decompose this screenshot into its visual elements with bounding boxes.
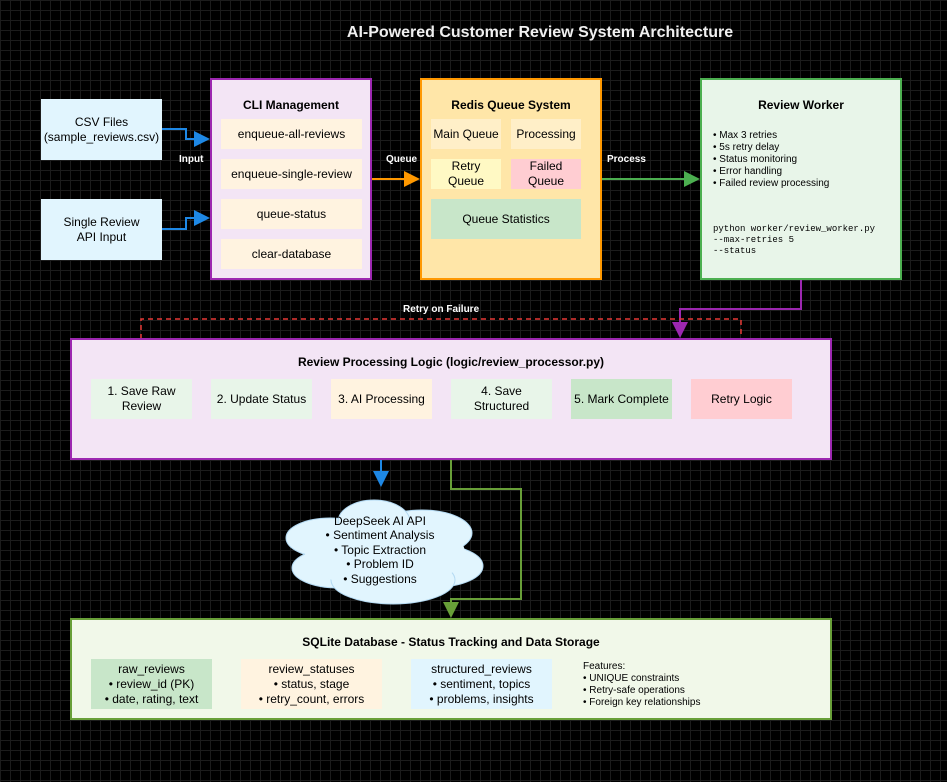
cli-item-label: enqueue-single-review xyxy=(231,166,352,181)
retry-on-failure-label: Retry on Failure xyxy=(403,304,480,315)
failed-queue-node: Failed Queue xyxy=(511,159,581,189)
single-review-input-node: Single Review API Input xyxy=(41,199,162,260)
step-label: 3. AI Processing xyxy=(338,391,425,406)
worker-command: python worker/review_worker.py --max-ret… xyxy=(713,224,876,256)
step-label: 1. Save Raw Review xyxy=(107,384,176,413)
worker-panel: Review Worker • Max 3 retries • 5s retry… xyxy=(700,78,902,280)
database-title: SQLite Database - Status Tracking and Da… xyxy=(302,635,600,649)
step-update-status: 2. Update Status xyxy=(211,379,312,419)
queue-edge-label: Queue xyxy=(386,154,418,165)
failed-queue-label: Failed Queue xyxy=(527,159,565,188)
cli-item-enqueue-all: enqueue-all-reviews xyxy=(221,119,362,149)
step-label: Retry Logic xyxy=(711,391,772,406)
step-save-structured: 4. Save Structured xyxy=(451,379,552,419)
step-label: 5. Mark Complete xyxy=(574,391,669,406)
table-label: raw_reviews • review_id (PK) • date, rat… xyxy=(104,661,199,706)
step-mark-complete: 5. Mark Complete xyxy=(571,379,672,419)
retry-logic-node: Retry Logic xyxy=(691,379,792,419)
logic-to-db-arrow xyxy=(443,459,522,618)
process-edge-label: Process xyxy=(607,154,646,165)
cli-item-clear-database: clear-database xyxy=(221,239,362,269)
step-ai-processing: 3. AI Processing xyxy=(331,379,432,419)
ai-cloud-shape xyxy=(285,499,484,605)
table-label: structured_reviews • sentiment, topics •… xyxy=(429,661,534,706)
retry-queue-node: Retry Queue xyxy=(431,159,501,189)
single-to-cli-arrow xyxy=(162,210,210,230)
table-raw-reviews: raw_reviews • review_id (PK) • date, rat… xyxy=(91,659,212,709)
logic-title: Review Processing Logic (logic/review_pr… xyxy=(297,355,605,369)
csv-input-node: CSV Files (sample_reviews.csv) xyxy=(41,99,162,160)
processing-queue-label: Processing xyxy=(516,126,576,141)
database-features: Features: • UNIQUE constraints • Retry-s… xyxy=(583,661,701,708)
queue-statistics-label: Queue Statistics xyxy=(462,211,550,226)
redis-title: Redis Queue System xyxy=(451,98,571,112)
csv-input-label: CSV Files (sample_reviews.csv) xyxy=(43,114,160,144)
table-label: review_statuses • status, stage • retry_… xyxy=(258,661,365,706)
cli-item-queue-status: queue-status xyxy=(221,199,362,229)
queue-statistics-node: Queue Statistics xyxy=(431,199,581,239)
cli-item-label: clear-database xyxy=(251,246,332,261)
deepseek-ai-api-node: DeepSeek AI API • Sentiment Analysis • T… xyxy=(305,512,455,588)
worker-to-logic-arrow xyxy=(672,279,802,338)
cli-item-label: queue-status xyxy=(256,206,327,221)
retry-queue-label: Retry Queue xyxy=(447,159,485,188)
table-review-statuses: review_statuses • status, stage • retry_… xyxy=(241,659,382,709)
worker-title: Review Worker xyxy=(758,98,844,112)
step-label: 4. Save Structured xyxy=(473,384,530,413)
processing-queue-node: Processing xyxy=(511,119,581,149)
step-save-raw-review: 1. Save Raw Review xyxy=(91,379,192,419)
cli-item-label: enqueue-all-reviews xyxy=(237,126,346,141)
deepseek-ai-api-label: DeepSeek AI API • Sentiment Analysis • T… xyxy=(325,513,435,586)
worker-features: • Max 3 retries • 5s retry delay • Statu… xyxy=(713,130,830,189)
main-queue-node: Main Queue xyxy=(431,119,501,149)
cli-item-enqueue-single: enqueue-single-review xyxy=(221,159,362,189)
single-review-input-label: Single Review API Input xyxy=(63,214,140,244)
cli-title: CLI Management xyxy=(242,98,339,112)
table-structured-reviews: structured_reviews • sentiment, topics •… xyxy=(411,659,552,709)
diagram-title: AI-Powered Customer Review System Archit… xyxy=(346,24,734,41)
main-queue-label: Main Queue xyxy=(433,126,499,141)
step-label: 2. Update Status xyxy=(216,391,307,406)
input-edge-label: Input xyxy=(179,154,204,165)
csv-to-cli-arrow xyxy=(162,128,210,147)
